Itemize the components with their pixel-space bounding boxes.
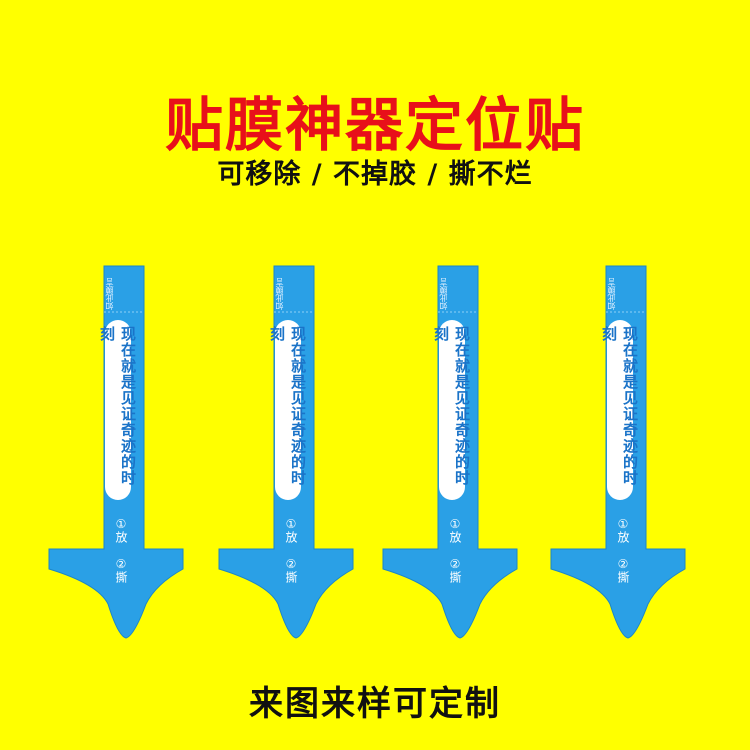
slogan-pill: 现在就是见证奇迹的时刻 [268,320,307,500]
step-place-label: ①放 [448,517,462,543]
brand-mark: 如此膜言 [105,278,114,310]
positioning-sticker: 如此膜言 现在就是见证奇迹的时刻 ①放 ②撕 [46,264,186,644]
step-place-label: ①放 [616,517,630,543]
slogan-text: 现在就是见证奇迹的时刻 [98,326,137,486]
slogan-pill: 现在就是见证奇迹的时刻 [98,320,137,500]
brand-mark: 如此膜言 [607,278,616,310]
brand-mark: 如此膜言 [275,278,284,310]
slogan-pill: 现在就是见证奇迹的时刻 [600,320,639,500]
headline-title: 贴膜神器定位贴 [164,91,585,159]
custom-order-note: 来图来样可定制 [249,684,501,724]
step-peel-label: ②撕 [114,557,128,583]
step-peel-label: ②撕 [284,557,298,583]
step-place-label: ①放 [284,517,298,543]
positioning-sticker: 如此膜言 现在就是见证奇迹的时刻 ①放 ②撕 [380,264,520,644]
positioning-sticker: 如此膜言 现在就是见证奇迹的时刻 ①放 ②撕 [548,264,688,644]
brand-mark: 如此膜言 [439,278,448,310]
slogan-text: 现在就是见证奇迹的时刻 [268,326,307,486]
step-place-label: ①放 [114,517,128,543]
positioning-sticker: 如此膜言 现在就是见证奇迹的时刻 ①放 ②撕 [216,264,356,644]
slogan-pill: 现在就是见证奇迹的时刻 [432,320,471,500]
step-peel-label: ②撕 [448,557,462,583]
step-peel-label: ②撕 [616,557,630,583]
feature-subtitle: 可移除 / 不掉胶 / 撕不烂 [217,159,533,190]
slogan-text: 现在就是见证奇迹的时刻 [432,326,471,486]
slogan-text: 现在就是见证奇迹的时刻 [600,326,639,486]
